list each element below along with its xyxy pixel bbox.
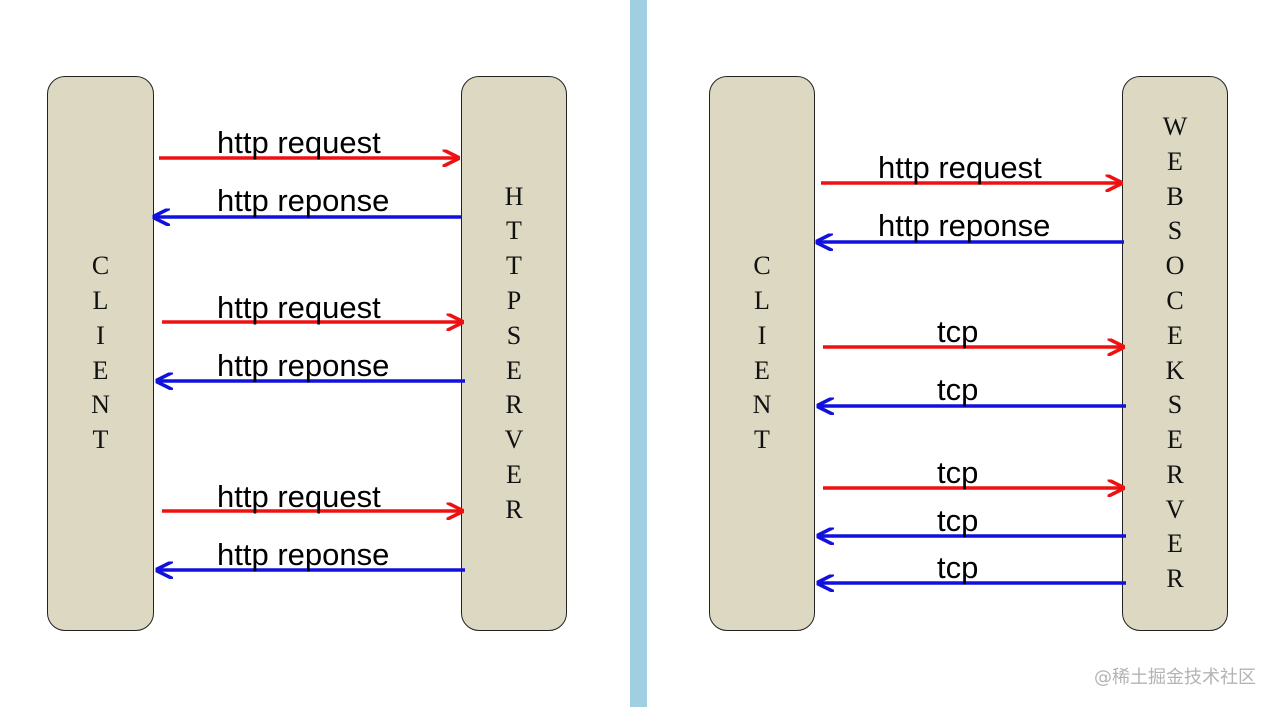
- vertical-letter: S: [1167, 216, 1183, 246]
- vertical-letter: R: [1166, 459, 1184, 489]
- vertical-letter: S: [506, 320, 522, 350]
- vertical-letter: I: [96, 320, 105, 350]
- vertical-letter: P: [506, 285, 522, 315]
- vertical-letter: E: [1167, 320, 1183, 350]
- watermark: @稀土掘金技术社区: [1094, 667, 1256, 688]
- vertical-letter: R: [1166, 564, 1184, 594]
- left-message-5-label: http request: [217, 479, 381, 514]
- vertical-letter: L: [754, 285, 770, 315]
- vertical-letter: C: [91, 251, 110, 281]
- vertical-letter: L: [92, 285, 109, 315]
- right-message-4-label: tcp: [937, 372, 979, 407]
- vertical-letter: E: [1167, 146, 1183, 176]
- vertical-letter: T: [92, 425, 109, 455]
- vertical-letter: K: [1165, 355, 1185, 385]
- vertical-letter: I: [757, 320, 767, 350]
- right-message-6-label: tcp: [937, 503, 979, 538]
- vertical-letter: H: [504, 181, 524, 211]
- vertical-letter: E: [506, 355, 522, 385]
- left-message-2-label: http reponse: [217, 183, 390, 218]
- vertical-letter: R: [505, 390, 523, 420]
- vertical-letter: W: [1162, 111, 1188, 141]
- vertical-letter: N: [752, 390, 772, 420]
- vertical-letter: T: [506, 216, 522, 246]
- vertical-letter: N: [91, 390, 110, 420]
- vertical-letter: V: [1165, 494, 1185, 524]
- vertical-letter: B: [1166, 181, 1184, 211]
- vertical-letter: C: [753, 251, 771, 281]
- right-message-7-label: tcp: [937, 550, 979, 585]
- right-message-1-label: http request: [878, 150, 1042, 185]
- vertical-letter: E: [754, 355, 770, 385]
- vertical-letter: E: [92, 355, 109, 385]
- left-message-6-label: http reponse: [217, 537, 390, 572]
- left-message-1-label: http request: [217, 125, 381, 160]
- vertical-letter: C: [1166, 285, 1184, 315]
- panel-divider: [630, 0, 647, 707]
- vertical-letter: S: [1167, 390, 1183, 420]
- right-message-5-label: tcp: [937, 455, 979, 490]
- vertical-letter: T: [506, 251, 522, 281]
- left-message-4-label: http reponse: [217, 348, 390, 383]
- vertical-letter: E: [506, 459, 522, 489]
- right-message-3-label: tcp: [937, 314, 979, 349]
- vertical-letter: V: [504, 425, 524, 455]
- vertical-letter: R: [505, 494, 523, 524]
- right-message-2-label: http reponse: [878, 208, 1051, 243]
- vertical-letter: E: [1167, 425, 1183, 455]
- vertical-letter: O: [1165, 251, 1185, 281]
- left-message-3-label: http request: [217, 290, 381, 325]
- vertical-letter: E: [1167, 529, 1183, 559]
- vertical-letter: T: [754, 425, 770, 455]
